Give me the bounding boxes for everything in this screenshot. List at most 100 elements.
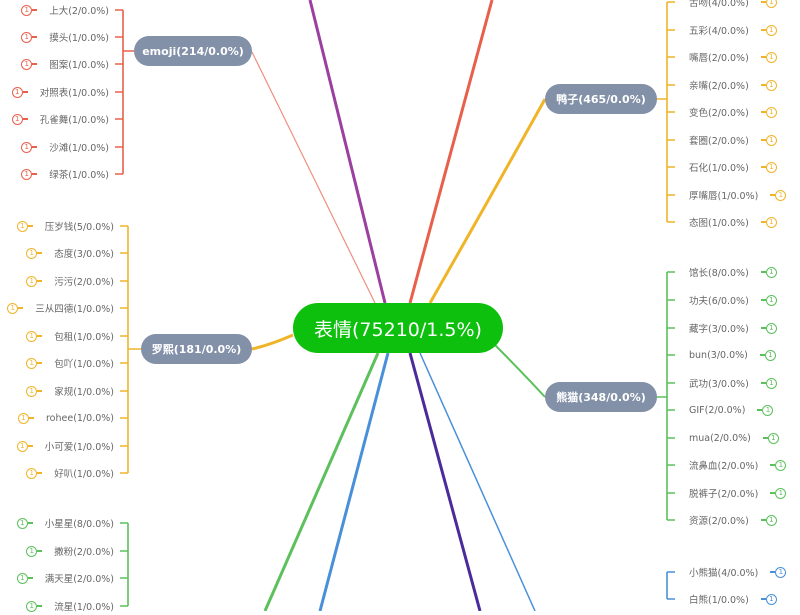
bracket-star (120, 522, 129, 607)
badge-connector (770, 194, 776, 196)
leaf-item[interactable]: 态图(1/0.0%)1 (689, 213, 777, 231)
leaf-label: 绿茶(1/0.0%) (49, 170, 109, 181)
count-badge-icon: 1 (16, 572, 28, 584)
leaf-item[interactable]: 舌吻(4/0.0%) 1 (689, 0, 777, 11)
leaf-item[interactable]: 亲嘴(2/0.0%)1 (689, 76, 777, 94)
badge-connector (760, 56, 766, 58)
badge-connector (757, 409, 763, 411)
leaf-item[interactable]: 嘴唇(2/0.0%)1 (689, 48, 777, 66)
count-badge-icon: 1 (21, 141, 33, 153)
leaf-label: 功夫(6/0.0%) (689, 296, 749, 307)
leaf-label: 小可爱(1/0.0%) (44, 442, 114, 453)
leaf-item[interactable]: 厚嘴唇(1/0.0%) 1 (689, 186, 787, 204)
count-badge-icon: 1 (26, 545, 38, 557)
leaf-label: bun(3/0.0%) (689, 349, 748, 361)
leaf-label: 态度(3/0.0%) (54, 249, 114, 260)
leaf-item[interactable]: mua(2/0.0%) 1 (689, 429, 779, 447)
leaf-item[interactable]: 藏字(3/0.0%)1 (689, 319, 777, 337)
count-badge-icon: 1 (11, 86, 23, 98)
badge-connector (32, 63, 38, 65)
leaf-item[interactable]: 馆长(8/0.0%)1 (689, 263, 777, 281)
badge-connector (37, 605, 43, 607)
leaf-label: 包吖(1/0.0%) (54, 359, 114, 370)
count-badge-icon: 1 (17, 412, 29, 424)
count-badge-icon: 1 (765, 24, 777, 36)
leaf-item[interactable]: 小熊猫(4/0.0%)1 (689, 563, 787, 581)
count-badge-icon: 1 (765, 514, 777, 526)
count-badge-icon: 1 (775, 189, 787, 201)
count-badge-icon: 1 (765, 322, 777, 334)
branch-node-yazi[interactable]: 鸭子(465/0.0%) (545, 84, 657, 114)
count-badge-icon: 1 (765, 266, 777, 278)
leaf-label: 脱裤子(2/0.0%) (689, 489, 759, 500)
leaf-label: 包租(1/0.0%) (54, 332, 114, 343)
leaf-item[interactable]: GIF(2/0.0%)1 (689, 401, 774, 419)
leaf-item[interactable]: bun(3/0.0%)1 (689, 346, 776, 364)
count-badge-icon: 1 (21, 4, 33, 16)
badge-connector (22, 118, 28, 120)
branch-node-xiongmao[interactable]: 熊猫(348/0.0%) (545, 382, 657, 412)
leaf-item[interactable]: 石化(1/0.0%)1 (689, 158, 777, 176)
leaf-item[interactable]: 白熊(1/0.0%)1 (689, 590, 777, 608)
leaf-label: 污污(2/0.0%) (54, 277, 114, 288)
leaf-label: 上大(2/0.0%) (49, 6, 109, 17)
count-badge-icon: 1 (26, 357, 38, 369)
badge-connector (770, 464, 776, 466)
leaf-item[interactable]: 资源(2/0.0%)1 (689, 511, 777, 529)
leaf-item[interactable]: 1 包吖(1/0.0%) (26, 354, 114, 372)
count-badge-icon: 1 (765, 0, 777, 8)
leaf-label: 小熊猫(4/0.0%) (689, 568, 759, 579)
leaf-item[interactable]: 五彩(4/0.0%) 1 (689, 21, 777, 39)
leaf-item[interactable]: 1 包租(1/0.0%) (26, 327, 114, 345)
leaf-item[interactable]: 武功(3/0.0%)1 (689, 374, 777, 392)
leaf-item[interactable]: 套圈(2/0.0%)1 (689, 131, 777, 149)
root-node[interactable]: 表情(75210/1.5%) (293, 303, 503, 353)
badge-connector (37, 335, 43, 337)
leaf-label: 压岁钱(5/0.0%) (44, 222, 114, 233)
leaf-label: 舌吻(4/0.0%) (689, 0, 749, 9)
leaf-label: 小星星(8/0.0%) (44, 519, 114, 530)
badge-connector (760, 139, 766, 141)
badge-connector (760, 1, 766, 3)
count-badge-icon: 1 (26, 330, 38, 342)
count-badge-icon: 1 (26, 600, 38, 612)
leaf-label: 流星(1/0.0%) (54, 602, 114, 613)
badge-connector (27, 225, 33, 227)
leaf-label: 嘴唇(2/0.0%) (689, 53, 749, 64)
branch-node-luoxi[interactable]: 罗熙(181/0.0%) (141, 334, 252, 364)
leaf-label: mua(2/0.0%) (689, 432, 751, 444)
badge-connector (760, 382, 766, 384)
leaf-item[interactable]: 流鼻血(2/0.0%)1 (689, 456, 787, 474)
badge-connector (28, 417, 34, 419)
leaf-label: 厚嘴唇(1/0.0%) (689, 191, 759, 202)
leaf-item[interactable]: 脱裤子(2/0.0%)1 (689, 484, 787, 502)
count-badge-icon: 1 (767, 432, 779, 444)
leaf-label: 家规(1/0.0%) (54, 387, 114, 398)
leaf-label: 五彩(4/0.0%) (689, 26, 749, 37)
bracket-blue (666, 571, 675, 600)
leaf-item[interactable]: 变色(2/0.0%)1 (689, 103, 777, 121)
leaf-item[interactable]: 功夫(6/0.0%)1 (689, 291, 777, 309)
leaf-item[interactable]: 1 流星(1/0.0%) (26, 597, 114, 615)
branch-node-emoji[interactable]: emoji(214/0.0%) (134, 36, 252, 66)
leaf-item[interactable]: 1 上大(2/0.0%) (21, 1, 109, 19)
count-badge-icon: 1 (7, 302, 19, 314)
